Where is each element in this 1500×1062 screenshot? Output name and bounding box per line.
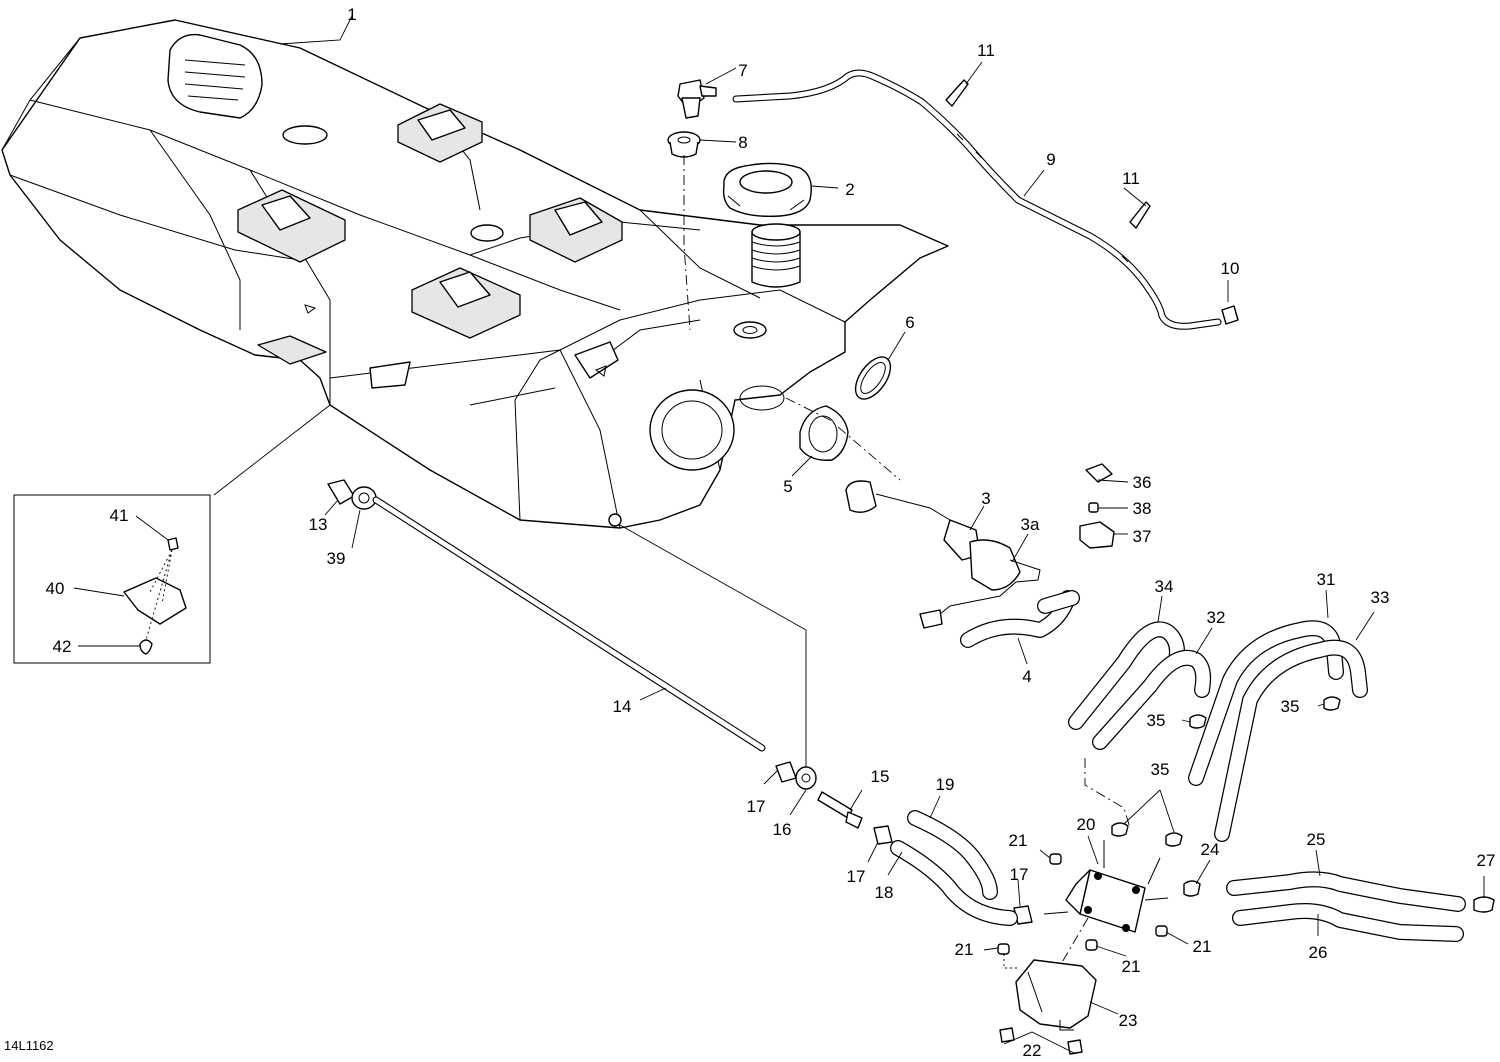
vent-hose bbox=[732, 69, 1222, 330]
callout-5: 5 bbox=[783, 477, 792, 496]
callout-36: 36 bbox=[1133, 473, 1152, 492]
callout-2: 2 bbox=[845, 180, 854, 199]
callout-32: 32 bbox=[1207, 608, 1226, 627]
callout-20: 20 bbox=[1077, 815, 1096, 834]
gasket-ring bbox=[854, 356, 892, 400]
callout-9: 9 bbox=[1046, 150, 1055, 169]
callout-39: 39 bbox=[327, 549, 346, 568]
drain-fitting bbox=[327, 479, 377, 510]
drawing-code: 14L1162 bbox=[4, 1038, 54, 1053]
fuel-tank bbox=[1, 19, 949, 529]
callout-21a: 21 bbox=[1009, 831, 1028, 850]
callout-34: 34 bbox=[1155, 577, 1174, 596]
fuel-level-sender bbox=[845, 480, 1041, 629]
callout-42: 42 bbox=[53, 637, 72, 656]
callout-26: 26 bbox=[1309, 943, 1328, 962]
callout-3a: 3a bbox=[1021, 515, 1040, 534]
callout-15: 15 bbox=[871, 767, 890, 786]
callout-11b: 11 bbox=[1122, 169, 1140, 188]
callout-19: 19 bbox=[936, 775, 955, 794]
callout-10: 10 bbox=[1221, 259, 1240, 278]
vent-fitting bbox=[677, 79, 717, 119]
hose-25-26 bbox=[1226, 871, 1466, 942]
callout-38: 38 bbox=[1133, 499, 1152, 518]
callout-27: 27 bbox=[1477, 851, 1496, 870]
hose-end-cap bbox=[1221, 305, 1239, 325]
callout-21d: 21 bbox=[1122, 957, 1141, 976]
callout-7: 7 bbox=[738, 61, 747, 80]
callout-41: 41 bbox=[110, 506, 129, 525]
callout-33: 33 bbox=[1371, 588, 1390, 607]
callout-23: 23 bbox=[1119, 1011, 1138, 1030]
callout-24: 24 bbox=[1201, 840, 1220, 859]
callout-17a: 17 bbox=[747, 797, 766, 816]
clamp-35 bbox=[1111, 696, 1341, 847]
washer-16 bbox=[795, 766, 817, 790]
callout-8: 8 bbox=[738, 133, 747, 152]
hose-clip bbox=[945, 79, 1151, 229]
callout-11a: 11 bbox=[977, 41, 995, 60]
grommet bbox=[667, 131, 701, 158]
callout-25: 25 bbox=[1307, 830, 1326, 849]
drain-tube bbox=[372, 496, 766, 752]
callout-17b: 17 bbox=[847, 867, 866, 886]
nut-21 bbox=[997, 853, 1168, 955]
inset-detail bbox=[13, 404, 331, 664]
clamp-24 bbox=[1183, 880, 1201, 897]
callout-18: 18 bbox=[875, 883, 894, 902]
callout-22: 22 bbox=[1023, 1041, 1042, 1060]
callout-21b: 21 bbox=[1193, 937, 1212, 956]
callout-14: 14 bbox=[613, 697, 632, 716]
mounting-bracket bbox=[1015, 959, 1097, 1031]
bolt-38 bbox=[1088, 502, 1099, 513]
pump-seal bbox=[799, 405, 849, 461]
leader-lines bbox=[73, 15, 1485, 1055]
callout-1: 1 bbox=[347, 5, 356, 24]
fitting-15 bbox=[817, 791, 863, 829]
callout-21c: 21 bbox=[955, 940, 974, 959]
callout-13: 13 bbox=[309, 515, 328, 534]
callout-3: 3 bbox=[981, 489, 990, 508]
callout-4: 4 bbox=[1022, 667, 1031, 686]
fuel-hose-4 bbox=[960, 590, 1080, 648]
callout-35c: 35 bbox=[1151, 760, 1170, 779]
callout-6: 6 bbox=[905, 313, 914, 332]
valve-block bbox=[1043, 840, 1169, 933]
callout-40: 40 bbox=[46, 579, 65, 598]
callout-35b: 35 bbox=[1281, 697, 1300, 716]
callout-37: 37 bbox=[1133, 527, 1152, 546]
clip-36 bbox=[1085, 463, 1113, 483]
callout-17c: 17 bbox=[1010, 865, 1029, 884]
clamp-27 bbox=[1473, 896, 1495, 913]
hose-31-34 bbox=[1068, 620, 1368, 842]
callout-16: 16 bbox=[773, 820, 792, 839]
callout-35a: 35 bbox=[1147, 711, 1166, 730]
bracket-37 bbox=[1079, 521, 1115, 549]
hose-18-19 bbox=[890, 810, 1018, 926]
callout-labels: 1 2 3 3a 4 5 6 7 8 9 10 11 11 13 14 15 1… bbox=[4, 5, 1495, 1060]
filler-cap bbox=[722, 162, 812, 218]
callout-31: 31 bbox=[1317, 570, 1336, 589]
